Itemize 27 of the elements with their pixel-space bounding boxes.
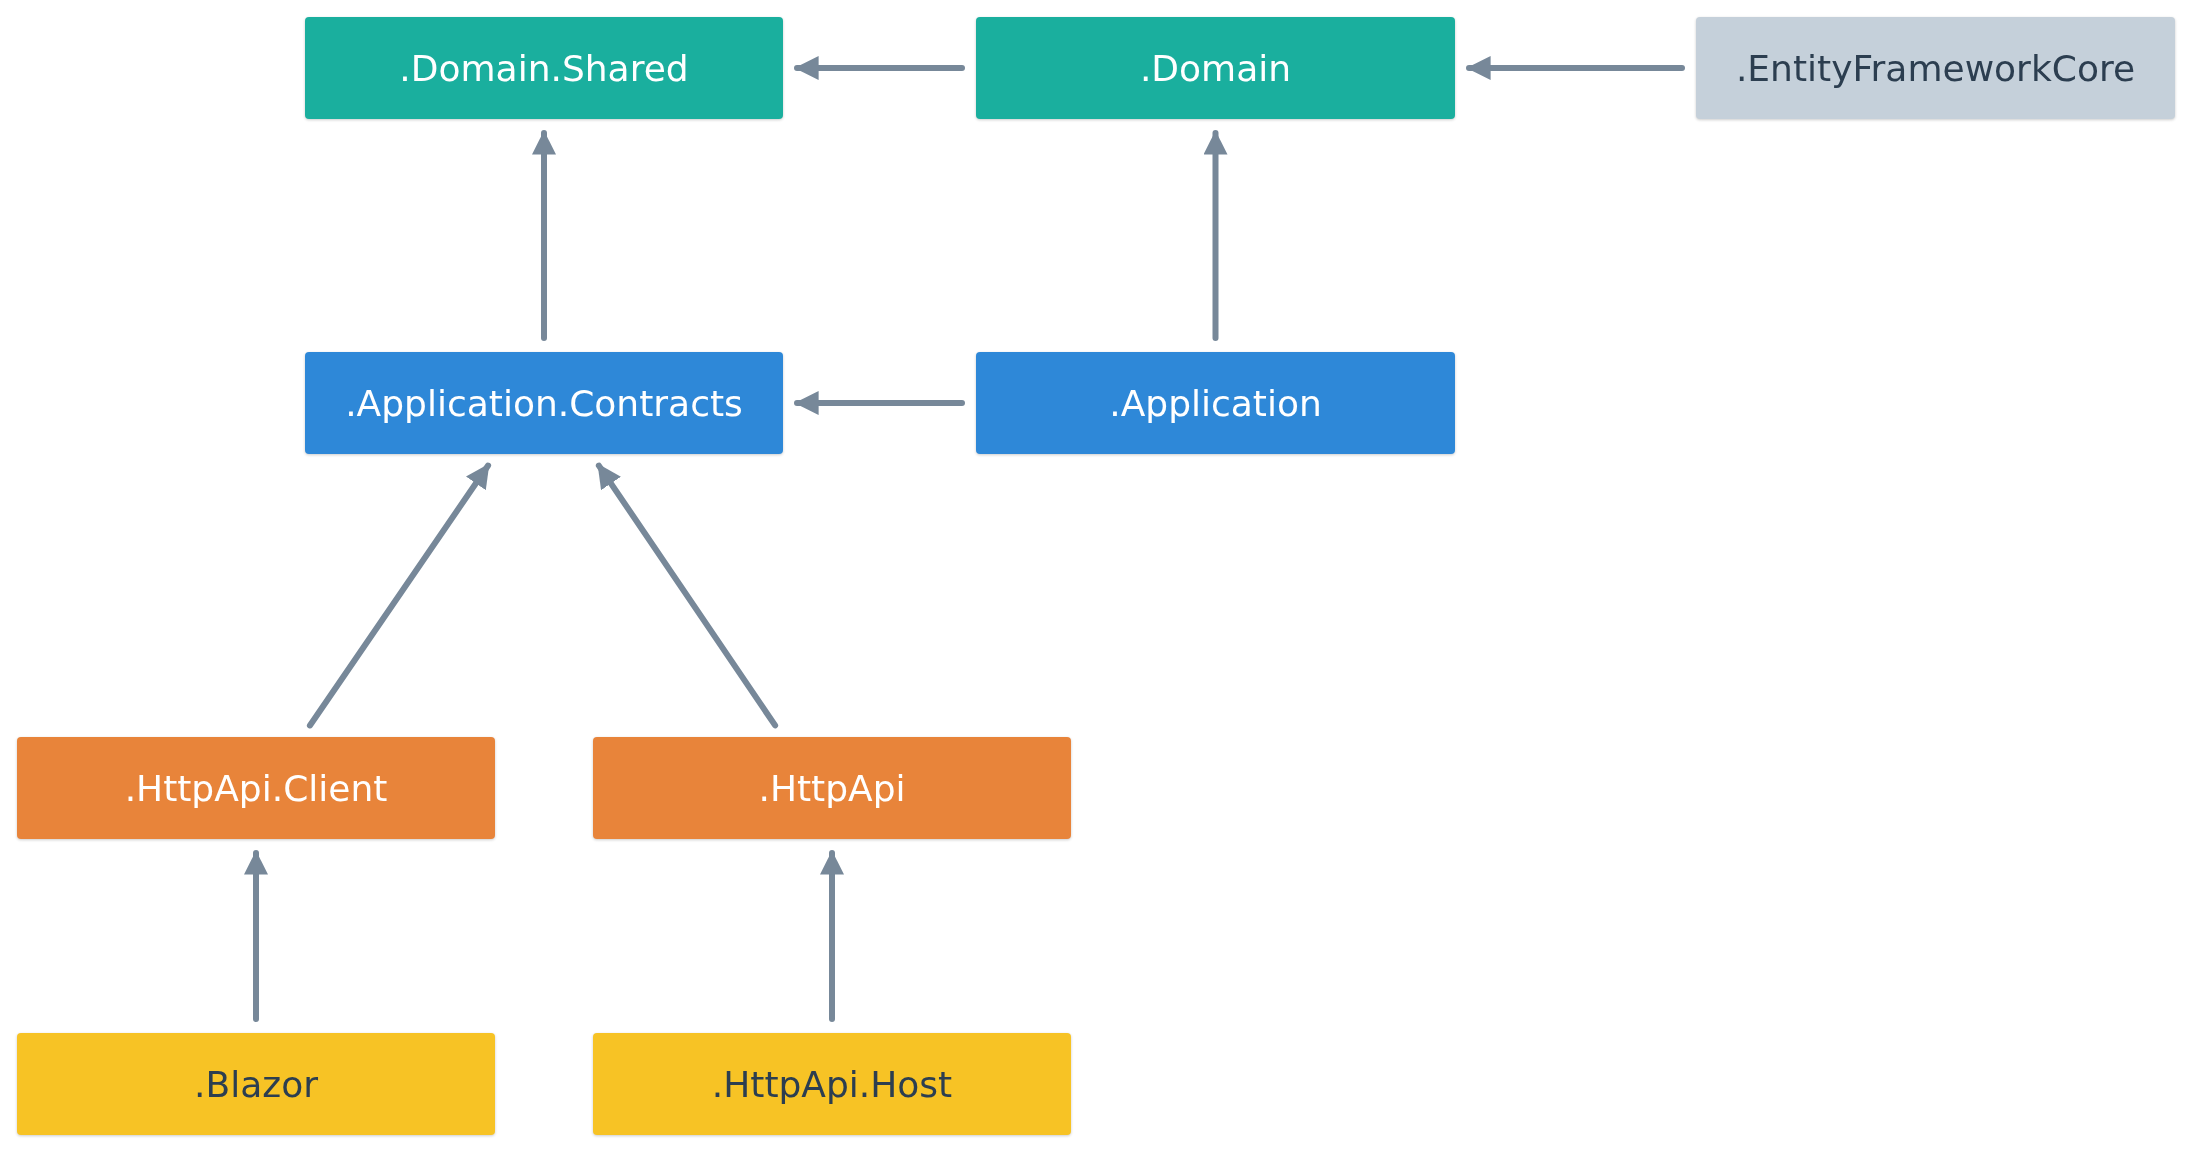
arrow bbox=[820, 850, 844, 1022]
module-box bbox=[17, 737, 495, 839]
module-box bbox=[17, 1033, 495, 1135]
module-box bbox=[305, 17, 783, 119]
arrow bbox=[532, 130, 556, 341]
module-box bbox=[976, 17, 1455, 119]
arrow bbox=[794, 56, 965, 80]
arrow bbox=[1466, 56, 1685, 80]
module-box bbox=[593, 1033, 1071, 1135]
module-name: .HttpApi bbox=[758, 767, 906, 809]
module-box bbox=[305, 352, 783, 454]
arrow bbox=[244, 850, 268, 1022]
module-box bbox=[976, 352, 1455, 454]
module-name: .Application bbox=[1109, 382, 1322, 424]
module-name: .EntityFrameworkCore bbox=[1735, 47, 2136, 89]
module-box bbox=[593, 737, 1071, 839]
arrow bbox=[306, 462, 492, 729]
arrow bbox=[595, 462, 779, 729]
module-name: .HttpApi.Client bbox=[124, 767, 388, 809]
module-name: .Application.Contracts bbox=[345, 382, 743, 424]
module-name: .Blazor bbox=[194, 1063, 318, 1105]
module-box bbox=[1696, 17, 2175, 119]
module-name: .Domain bbox=[1139, 47, 1292, 89]
arrow bbox=[794, 391, 965, 415]
arrow bbox=[1203, 130, 1228, 341]
module-name: .HttpApi.Host bbox=[711, 1063, 953, 1105]
module-name: .Domain.Shared bbox=[399, 47, 689, 89]
